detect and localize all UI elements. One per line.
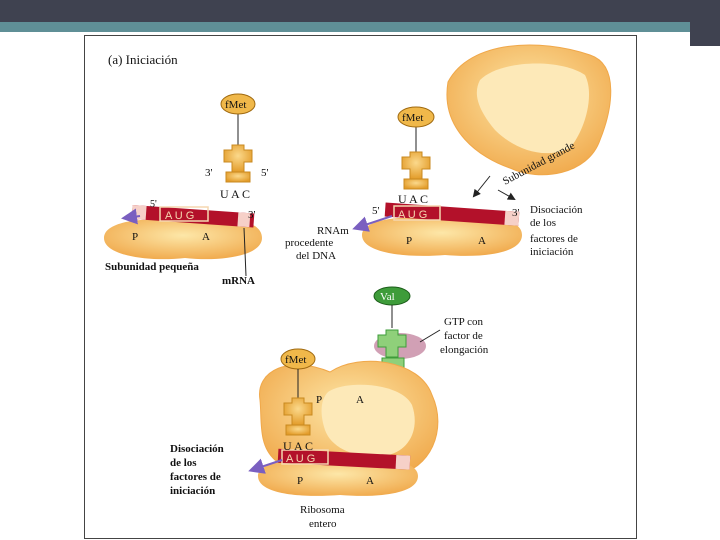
- mrna-left-arrow-2: [352, 215, 393, 232]
- trna-anticodon-loop-3: [285, 424, 311, 436]
- dissociation-line1: Disociación: [530, 204, 583, 216]
- large-subunit-inner: [476, 63, 590, 154]
- dissociation3-line1: Disociación: [170, 443, 224, 455]
- figure-heading: (a) Iniciación: [108, 52, 178, 67]
- rnam-label-line3: del DNA: [296, 250, 336, 262]
- slide-accent-stripe: [0, 22, 700, 32]
- gtp-line3: elongación: [440, 344, 489, 356]
- mrna-pointer-line: [243, 227, 247, 277]
- val-trna-body: [377, 329, 407, 358]
- site-a-label-3: A: [366, 475, 374, 487]
- ribosome-inner-shape: [321, 384, 415, 457]
- start-codon-box-3: [281, 449, 329, 465]
- prime5-label: 5': [261, 167, 269, 179]
- dissociation-line3: factores de: [530, 233, 578, 245]
- site-a-label: A: [202, 231, 210, 243]
- large-subunit-arrow: [472, 175, 491, 198]
- dissociation3-line2: de los: [170, 457, 197, 469]
- gtp-pointer: [419, 329, 441, 343]
- slide-top-bar: [0, 0, 720, 22]
- site-p-label-2: P: [406, 235, 412, 247]
- start-codon-box-2: [393, 205, 441, 221]
- mrna-left-arrow: [121, 208, 141, 225]
- anticodon-label: U A C: [220, 187, 250, 201]
- trna-anticodon-loop-2: [403, 178, 429, 190]
- start-codon-box: [159, 206, 209, 222]
- dissociation-line2: de los: [530, 217, 556, 229]
- step1-group: A U G fMet 3' 5' U A C 5' 3' P A Subunid…: [104, 93, 269, 287]
- site-a-label-2: A: [478, 235, 486, 247]
- small-subunit-label: Subunidad pequeña: [105, 261, 199, 273]
- site-p-label: P: [132, 231, 138, 243]
- fmet-cap-2: [397, 106, 435, 128]
- dissociation-line4: iniciación: [530, 246, 574, 258]
- mrna-strand-2: [384, 202, 520, 226]
- ribosome-line2: entero: [309, 518, 337, 530]
- slide-corner-block: [690, 0, 720, 46]
- trna-anticodon-loop: [225, 171, 251, 183]
- site-p-top-label: P: [316, 394, 322, 406]
- fmet-label-2: fMet: [402, 112, 423, 124]
- gtp-line1: GTP con: [444, 316, 484, 328]
- small-subunit-shape-2: [362, 217, 522, 256]
- fmet-cap: [220, 93, 256, 115]
- mrna-3end-2: [504, 210, 520, 226]
- ribosome-small-shape: [258, 459, 418, 496]
- ribosome-line1: Ribosoma: [300, 504, 345, 516]
- val-label: Val: [380, 291, 395, 303]
- rnam-label-line2: procedente: [285, 237, 333, 249]
- mrna-left-arrow-3: [248, 458, 283, 474]
- start-codon-label-3: A U G: [286, 453, 315, 465]
- fmet-label-3: fMet: [285, 354, 306, 366]
- site-p-label-3: P: [297, 475, 303, 487]
- dissociation3-line3: factores de: [170, 471, 221, 483]
- dissociation-arrow: [497, 189, 516, 200]
- mrna-label: mRNA: [222, 275, 255, 287]
- step2-group: Subunidad grande A U G fMet U A C 5' 3' …: [285, 44, 612, 262]
- prime3-label: 3': [205, 167, 213, 179]
- trna-cloverleaf: [223, 144, 253, 173]
- dissociation3-line4: iniciación: [170, 485, 215, 497]
- site-a-top-label: A: [356, 394, 364, 406]
- anticodon-label-2: U A C: [398, 192, 428, 206]
- gtp-line2: factor de: [444, 330, 483, 342]
- small-subunit-shape: [104, 219, 262, 260]
- mrna-5prime-label: 5': [150, 199, 157, 210]
- mrna-3prime-label: 3': [248, 209, 256, 221]
- start-codon-label: A U G: [165, 210, 194, 222]
- mrna-3end-3: [395, 454, 411, 470]
- mrna-strand: [131, 204, 255, 228]
- step3-group: Val GTP con factor de elongación P A A U…: [170, 286, 489, 530]
- mrna-5prime-label-2: 5': [372, 205, 380, 217]
- fmet-label: fMet: [225, 99, 246, 111]
- start-codon-label-2: A U G: [398, 209, 427, 221]
- rnam-label-line1: RNAm: [317, 225, 349, 237]
- anticodon-label-3: U A C: [283, 439, 313, 453]
- mrna-3prime-label-2: 3': [512, 207, 520, 219]
- trna-cloverleaf-2: [401, 151, 431, 180]
- mrna-3end: [237, 212, 251, 228]
